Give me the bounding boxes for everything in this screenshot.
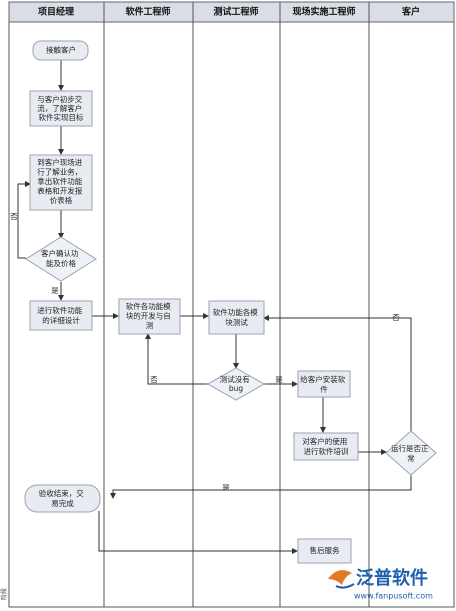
lane-header-cu: 客户 <box>401 6 420 18</box>
lane-header-se: 软件工程师 <box>125 6 170 18</box>
edge-accept-aftersales <box>98 511 298 554</box>
lane-header-te: 测试工程师 <box>213 6 258 18</box>
watermark-logo: 泛普软件 www.fanpusoft.com <box>328 567 433 601</box>
node-confirm-line-2: 能及价格 <box>46 258 76 268</box>
header-row <box>8 1 455 23</box>
node-design <box>29 300 93 331</box>
node-communicate-line-2: 流，了解客户 <box>37 103 82 113</box>
node-test-line-1: 软件功能各模 <box>213 307 258 317</box>
node-confirm-label: 客户确认功 能及价格 <box>41 248 81 268</box>
node-confirm <box>25 236 97 282</box>
node-communicate-line-1: 与客户初步交 <box>37 94 82 104</box>
node-accept <box>24 484 101 513</box>
node-aftersales <box>297 538 352 564</box>
node-install-line-2: 件 <box>320 384 328 394</box>
node-runok-label: 运行是否正 常 <box>391 443 431 463</box>
watermark-emblem-swoosh-icon <box>335 583 355 589</box>
node-communicate <box>29 90 93 127</box>
node-contact-label: 接触客户 <box>46 45 76 55</box>
node-communicate-line-3: 软件实现目标 <box>39 112 84 122</box>
node-aftersales-label: 售后服务 <box>310 545 340 555</box>
lane-header-fe: 现场实施工程师 <box>292 6 355 18</box>
node-communicate-label: 与客户初步交 流，了解客户 软件实现目标 <box>37 94 84 122</box>
label-run-yes: 是 <box>222 483 230 492</box>
node-runok-line-1: 运行是否正 <box>391 443 429 453</box>
node-accept-line-1: 验收结束，交 <box>39 488 84 498</box>
node-install <box>297 370 351 398</box>
node-onsite-line-5: 价表格 <box>50 195 73 205</box>
node-develop-line-3: 测 <box>146 321 154 330</box>
node-onsite-line-4: 表格和开发报 <box>37 186 82 196</box>
node-design-label: 进行软件功能 的详细设计 <box>37 305 84 325</box>
node-test-line-2: 块测试 <box>225 317 248 327</box>
node-runok <box>385 430 437 476</box>
node-develop-label: 软件各功能模 块的开发与自 测 <box>126 301 173 330</box>
side-label: 阶段 <box>0 588 8 600</box>
label-run-no: 否 <box>392 313 400 322</box>
node-install-line-1: 给客户安装软 <box>300 374 345 384</box>
label-confirm-yes: 是 <box>51 286 59 295</box>
node-train-line-1: 对客户的使用 <box>302 436 347 446</box>
label-bug-yes: 是 <box>275 375 283 384</box>
watermark-emblem-icon <box>328 570 352 585</box>
node-onsite-line-1: 到客户现场进 <box>37 157 82 167</box>
edge-bug-no <box>145 333 209 385</box>
node-develop-line-1: 软件各功能模 <box>126 301 171 311</box>
node-bugcheck-label: 测试没有 bug <box>220 374 252 393</box>
label-bug-no: 否 <box>150 375 158 384</box>
lane-header-pm: 项目经理 <box>38 6 74 18</box>
node-contact <box>32 40 89 61</box>
node-develop-line-2: 块的开发与自 <box>126 311 171 321</box>
watermark-url: www.fanpusoft.com <box>354 592 433 601</box>
node-bugcheck-line-1: 测试没有 <box>220 374 250 384</box>
node-test-label: 软件功能各模 块测试 <box>213 307 260 327</box>
edge-run-no <box>263 315 412 431</box>
node-runok-line-2: 常 <box>407 454 415 463</box>
label-confirm-no: 否 <box>10 212 18 221</box>
node-train-label: 对客户的使用 进行软件培训 <box>302 436 349 456</box>
watermark-brand: 泛普软件 <box>356 567 428 589</box>
node-accept-line-2: 易完成 <box>51 498 74 508</box>
edge-run-yes <box>110 474 412 499</box>
node-accept-label: 验收结束，交 易完成 <box>39 488 86 508</box>
node-train-line-2: 进行软件培训 <box>304 446 349 456</box>
node-train <box>293 432 359 461</box>
node-bugcheck <box>206 367 266 401</box>
node-develop <box>118 298 181 335</box>
node-design-line-2: 的详细设计 <box>42 315 80 325</box>
node-onsite-line-2: 行了解业务， <box>37 167 82 177</box>
node-test <box>208 300 265 335</box>
node-onsite <box>29 154 93 211</box>
edge-confirm-no <box>17 181 31 259</box>
node-bugcheck-line-2: bug <box>229 384 244 393</box>
node-onsite-line-3: 拿出软件功能 <box>37 176 82 186</box>
node-onsite-label: 到客户现场进 行了解业务， 拿出软件功能 表格和开发报 价表格 <box>37 157 84 205</box>
node-install-label: 给客户安装软 件 <box>300 374 347 394</box>
node-design-line-1: 进行软件功能 <box>37 305 82 315</box>
node-confirm-line-1: 客户确认功 <box>41 248 79 258</box>
